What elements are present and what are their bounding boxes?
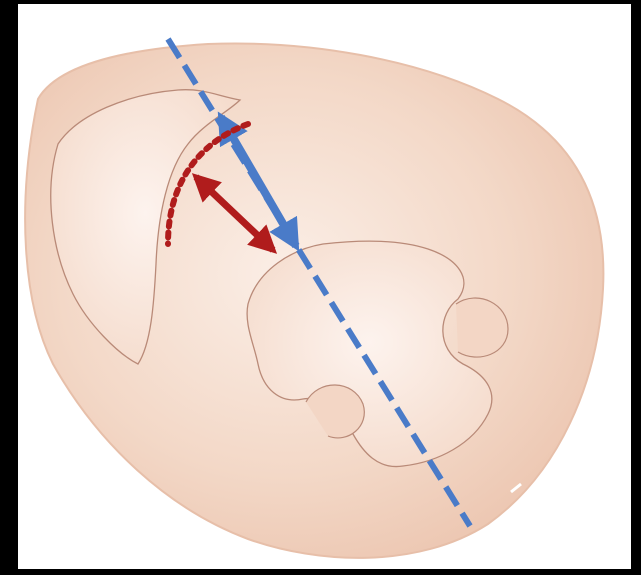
figure-frame (18, 4, 631, 569)
heart-diagram (18, 4, 631, 569)
